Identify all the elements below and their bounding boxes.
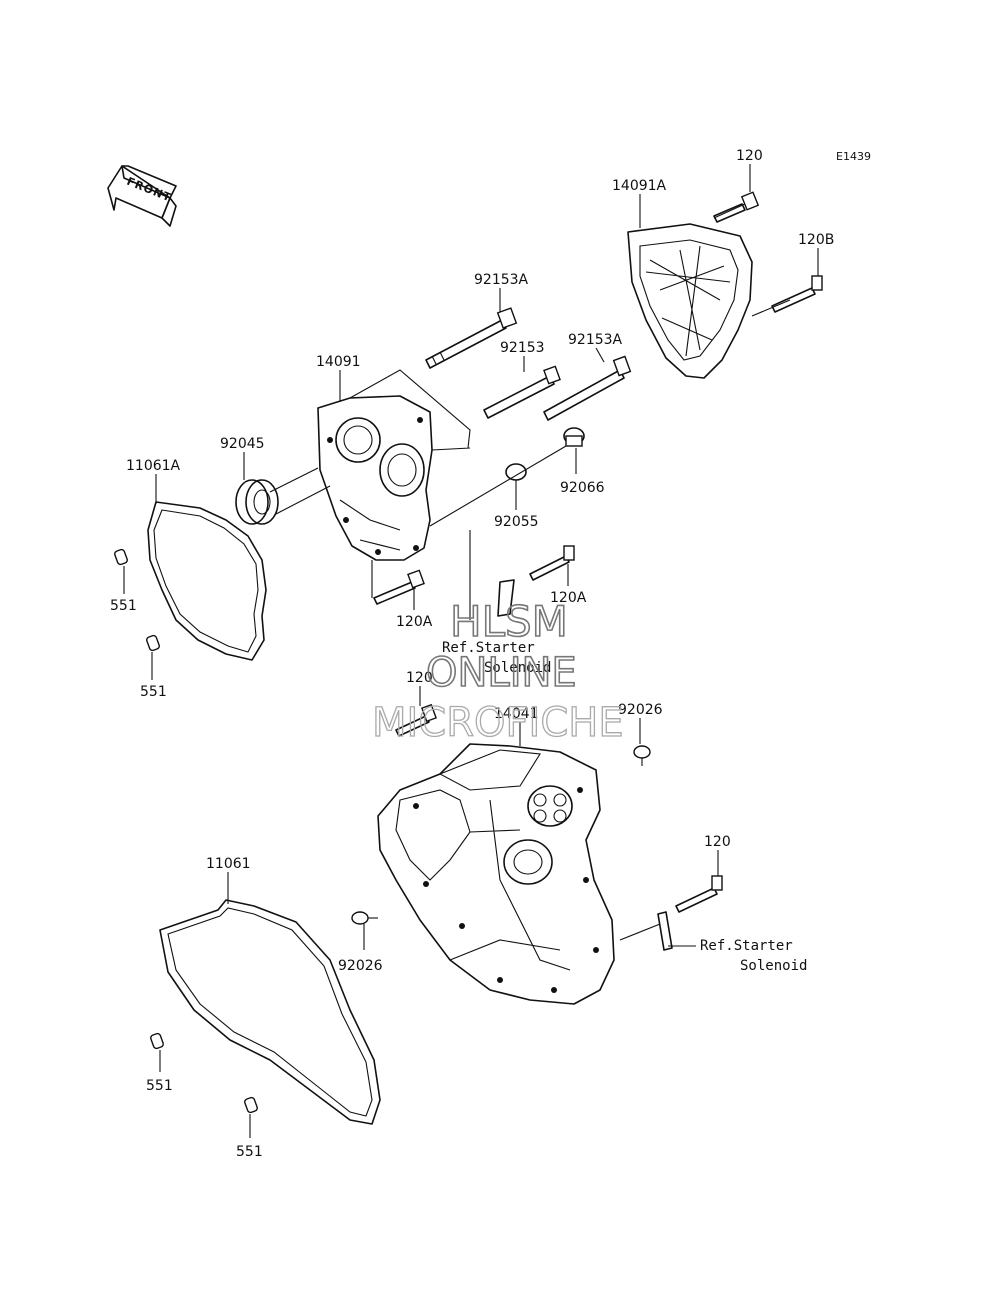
watermark-line3: MICROFICHE xyxy=(372,700,624,746)
ref-starter-solenoid-2-line2: Solenoid xyxy=(740,958,807,974)
label-92066: 92066 xyxy=(560,480,605,496)
label-551-1: 551 xyxy=(110,598,137,614)
label-120-low: 120 xyxy=(704,834,731,850)
label-92026-2: 92026 xyxy=(338,958,383,974)
washer-92026-1 xyxy=(633,745,651,766)
label-551-4: 551 xyxy=(236,1144,263,1160)
gasket-11061A xyxy=(147,501,267,661)
bolt-120A-2 xyxy=(497,545,575,617)
gasket-11061 xyxy=(159,899,381,1125)
dowel-551-1 xyxy=(114,548,128,566)
dowel-551-4 xyxy=(244,1096,258,1114)
label-92026-1: 92026 xyxy=(618,702,663,718)
washer-92026-2 xyxy=(351,911,378,925)
bolt-120-lower xyxy=(619,875,723,951)
ref-starter-solenoid-2-line1: Ref.Starter xyxy=(700,938,793,954)
label-551-2: 551 xyxy=(140,684,167,700)
leader-lines xyxy=(123,164,819,1138)
label-120A-2: 120A xyxy=(550,590,587,606)
plug-92066 xyxy=(429,427,585,527)
cover-14041 xyxy=(377,743,615,1005)
label-14091A: 14091A xyxy=(612,178,667,194)
bearing-92045 xyxy=(235,467,331,525)
long-bolt-92153 xyxy=(483,365,561,419)
watermark-line1: HLSM xyxy=(450,597,568,646)
label-120-top: 120 xyxy=(736,148,763,164)
label-92153: 92153 xyxy=(500,340,545,356)
label-120B: 120B xyxy=(798,232,834,248)
ref-starter-solenoid-1-line2: Solenoid xyxy=(484,660,551,676)
label-14041: 14041 xyxy=(494,706,539,722)
label-92153A-2: 92153A xyxy=(568,332,623,348)
inner-cover-14091 xyxy=(317,369,471,561)
long-bolt-92153A-2 xyxy=(543,355,632,421)
bolt-120A-1 xyxy=(373,569,425,605)
watermark-line2: ONLINE xyxy=(426,650,577,696)
o-ring-92055 xyxy=(505,463,527,481)
outer-cover-14091A xyxy=(627,223,753,379)
dowel-551-3 xyxy=(150,1032,164,1050)
label-120A-1: 120A xyxy=(396,614,433,630)
label-92045: 92045 xyxy=(220,436,265,452)
dowel-551-2 xyxy=(146,634,160,652)
label-92055: 92055 xyxy=(494,514,539,530)
label-120-mid: 120 xyxy=(406,670,433,686)
front-arrow-icon: FRONT xyxy=(107,165,177,227)
label-11061A: 11061A xyxy=(126,458,181,474)
label-11061: 11061 xyxy=(206,856,251,872)
long-bolt-92153A-1 xyxy=(425,307,518,369)
bolt-120-upper xyxy=(713,191,760,223)
ref-starter-solenoid-1-line1: Ref.Starter xyxy=(442,640,535,656)
bolt-120-mid xyxy=(395,703,437,737)
bolt-120B xyxy=(751,275,823,317)
label-551-3: 551 xyxy=(146,1078,173,1094)
diagram-code: E1439 xyxy=(836,150,871,163)
front-arrow-label: FRONT xyxy=(125,175,173,205)
label-92153A-1: 92153A xyxy=(474,272,529,288)
label-14091: 14091 xyxy=(316,354,361,370)
